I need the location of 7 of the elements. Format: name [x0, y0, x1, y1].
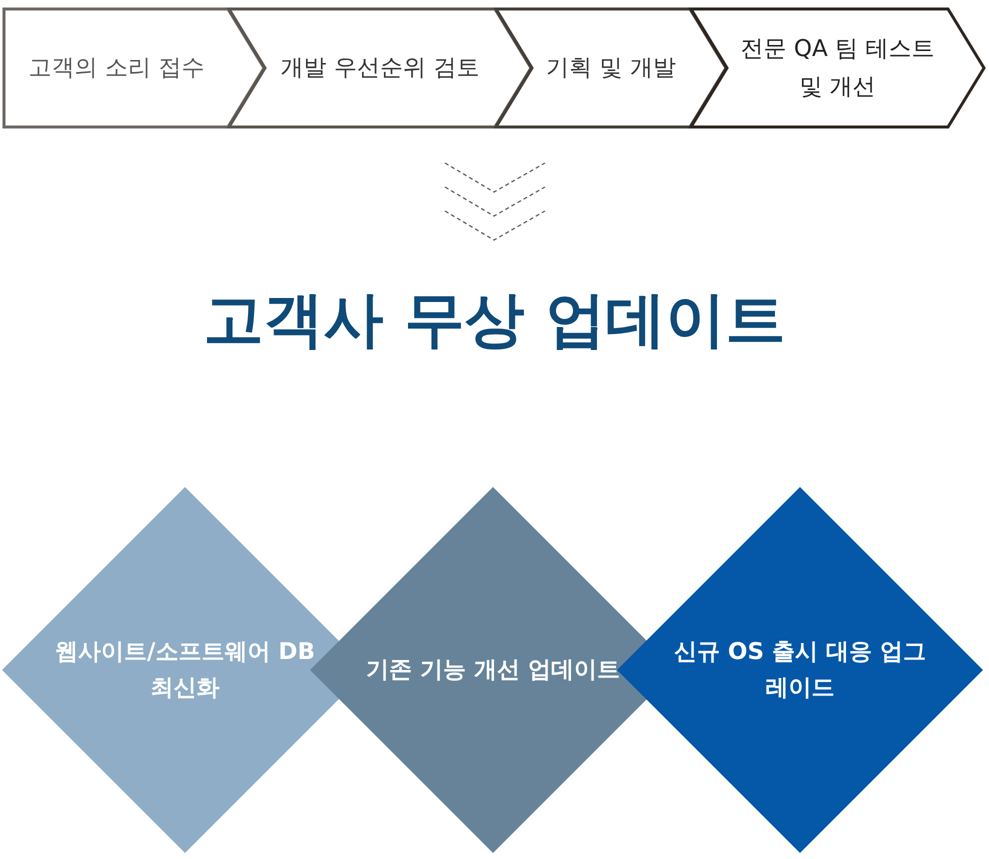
step-label: 기존 기능 개선 업데이트	[366, 656, 620, 685]
step-label: 기획 및 개발	[546, 54, 676, 83]
step-label: 고객의 소리 접수	[28, 54, 204, 83]
step-label: 전문 QA 팀 테스트 및 개선	[740, 35, 936, 102]
step-label: 신규 OS 출시 대응 업그레이드	[672, 638, 928, 703]
step-label: 웹사이트/소프트웨어 DB 최신화	[54, 638, 316, 703]
heading: 고객사 무상 업데이트	[202, 284, 786, 357]
